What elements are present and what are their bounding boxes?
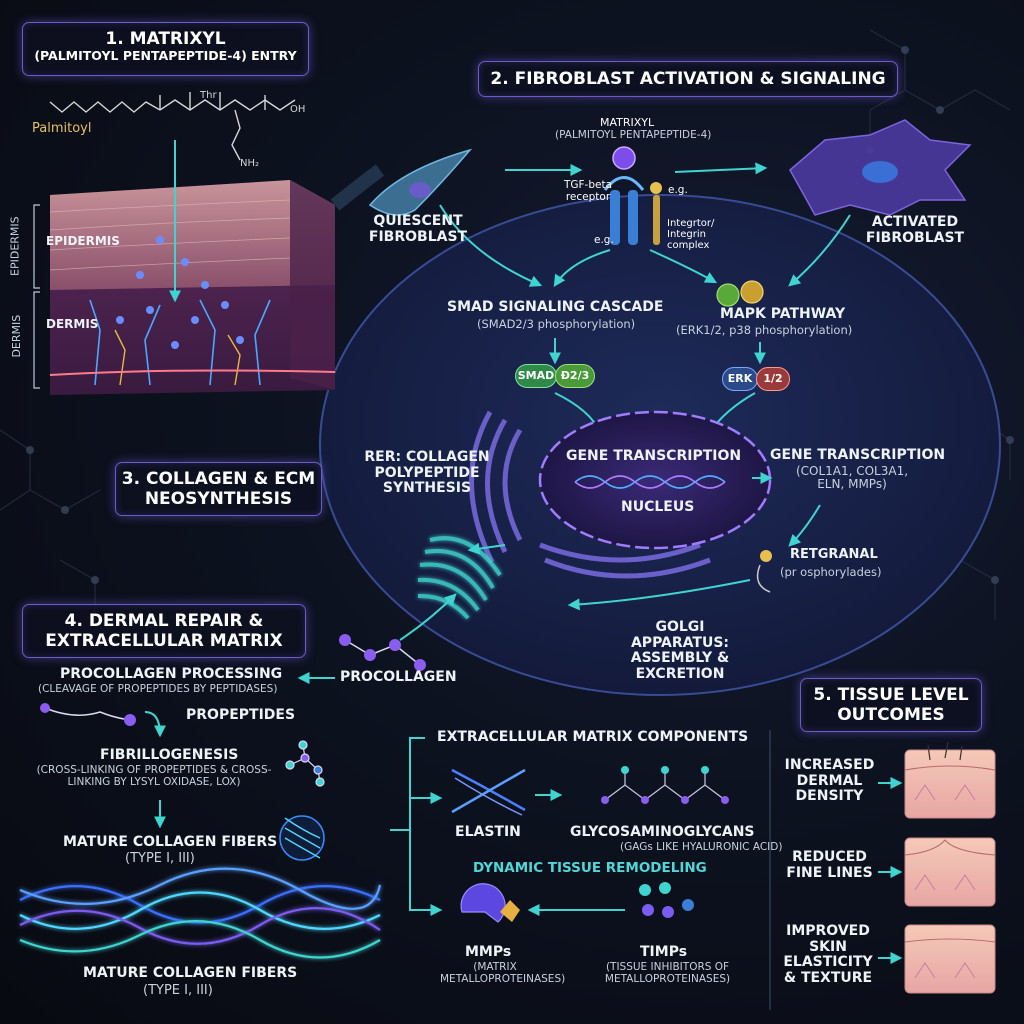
mature-fibers-sub-2: (TYPE I, III) [143, 983, 213, 998]
quiescent-fibroblast-shape [368, 148, 473, 216]
section-5-title: 5. TISSUE LEVEL [813, 685, 969, 705]
propeptides-chain [40, 703, 136, 726]
procollagen-label: PROCOLLAGEN [340, 669, 457, 685]
propeptides-label: PROPEPTIDES [186, 707, 296, 723]
gag-label: GLYCOSAMINOGLYCANS [570, 824, 755, 840]
section-1-title: 1. MATRIXYL [105, 29, 226, 49]
receptor-complex [603, 146, 662, 245]
procollagen-processing-title: PROCOLLAGEN PROCESSING [60, 666, 283, 682]
section-1-box: 1. MATRIXYL (PALMITOYL PENTAPEPTIDE-4) E… [22, 22, 309, 76]
nucleus-shape [538, 410, 772, 550]
procollagen-processing-sub: (CLEAVAGE OF PROPEPTIDES BY PEPTIDASES) [38, 683, 278, 695]
erk-pill-left: ERK [722, 367, 758, 391]
nucleus-label: NUCLEUS [621, 499, 695, 515]
outcome-elasticity: IMPROVED SKIN ELASTICITY & TEXTURE [783, 923, 873, 987]
golgi-apparatus [417, 536, 502, 620]
section-4-title-line2: EXTRACELLULAR MATRIX [45, 631, 283, 652]
integrin-label: Integrtor/ Integrin complex [667, 218, 715, 252]
outcome-fine-lines: REDUCED FINE LINES [786, 849, 873, 881]
thr-label: Thr [200, 90, 217, 101]
fibrillogenesis-sub: (CROSS-LINKING OF PROPEPTIDES & CROSS-LI… [36, 764, 272, 788]
mature-fibers-title-1: MATURE COLLAGEN FIBERS [63, 834, 278, 850]
crosslink-molecule [285, 740, 325, 787]
side-dermis-label: DERMIS [10, 314, 24, 358]
matrixyl-label: MATRIXYL [600, 116, 655, 129]
smad-cascade-sub: (SMAD2/3 phosphorylation) [477, 317, 636, 331]
retgranal-sub: (pr osphorylades) [780, 565, 882, 579]
mapk-sub: (ERK1/2, p38 phosphorylation) [676, 323, 853, 337]
mapk-title: MAPK PATHWAY [720, 306, 846, 322]
collagen-fiber-ball [279, 815, 325, 861]
section-4-title: 4. DERMAL REPAIR & [64, 611, 264, 631]
elastin-label: ELASTIN [455, 824, 521, 840]
activated-fibroblast-label: ACTIVATED FIBROBLAST [865, 214, 965, 246]
skin-cross-section [33, 180, 336, 395]
elastin-fiber [451, 768, 526, 816]
dynamic-remodeling-label: DYNAMIC TISSUE REMODELING [473, 860, 707, 876]
fibrillogenesis-title: FIBRILLOGENESIS [100, 747, 239, 763]
golgi-label: GOLGI APPARATUS: ASSEMBLY & EXCRETION [630, 619, 730, 683]
mature-fibers-sub-1: (TYPE I, III) [125, 851, 195, 866]
mature-fibers-title-2: MATURE COLLAGEN FIBERS [83, 965, 298, 981]
section-3-title-line2: NEOSYNTHESIS [144, 489, 293, 510]
matrixyl-structure [49, 92, 296, 161]
matrixyl-sub-label: (PALMITOYL PENTAPEPTIDE-4) [555, 129, 712, 141]
retgranal-label: RETGRANAL [790, 547, 878, 562]
dna-helix [574, 475, 726, 489]
tgf-receptor-label: TGF-beta receptor [563, 179, 613, 203]
section-2-title: 2. FIBROBLAST ACTIVATION & SIGNALING [490, 69, 886, 89]
section-5-box: 5. TISSUE LEVEL OUTCOMES [800, 678, 982, 732]
outcome-dermal-density: INCREASED DERMAL DENSITY [784, 757, 875, 805]
mmp-enzyme [460, 883, 520, 923]
section-2-box: 2. FIBROBLAST ACTIVATION & SIGNALING [478, 61, 898, 97]
erk-pill-right: 1/2 [756, 367, 790, 391]
gene-transcription-outside: GENE TRANSCRIPTION [770, 447, 946, 463]
side-epidermis-label: EPIDERMIS [8, 216, 22, 276]
mmps-sub: (MATRIX METALLOPROTEINASES) [440, 961, 566, 985]
procollagen-chain [339, 634, 426, 671]
outcome-skin-images [904, 741, 996, 994]
section-3-title: 3. COLLAGEN & ECM [121, 469, 316, 489]
eg-label-1: e.g. [668, 184, 688, 196]
gene-transcription-inside: GENE TRANSCRIPTION [566, 448, 742, 464]
epidermis-label: EPIDERMIS [46, 234, 120, 248]
gag-sub: (GAGs LIKE HYALURONIC ACID) [620, 841, 783, 853]
section-3-box: 3. COLLAGEN & ECM NEOSYNTHESIS [115, 462, 322, 516]
nh2-label: NH₂ [240, 158, 260, 169]
gene-transcription-outside-sub: (COL1A1, COL3A1, ELN, MMPs) [795, 464, 909, 492]
timps-label: TIMPs [640, 944, 688, 960]
section-5-title-line2: OUTCOMES [837, 705, 945, 726]
smad-pill-right: Ð2/3 [555, 364, 595, 388]
ecm-title: EXTRACELLULAR MATRIX COMPONENTS [437, 729, 749, 745]
timps-cluster [639, 882, 694, 918]
dermis-label: DERMIS [46, 317, 99, 331]
rer-label: RER: COLLAGEN POLYPEPTIDE SYNTHESIS [364, 449, 490, 497]
smad-cascade-title: SMAD SIGNALING CASCADE [447, 299, 664, 315]
oh-label: OH [290, 104, 306, 115]
collagen-fiber-bundle [19, 867, 382, 959]
rough-er [469, 410, 711, 579]
section-1-subtitle: (PALMITOYL PENTAPEPTIDE-4) ENTRY [34, 48, 297, 64]
mmps-label: MMPs [465, 944, 512, 960]
section-4-box: 4. DERMAL REPAIR & EXTRACELLULAR MATRIX [22, 604, 306, 658]
eg-label-2: e.g. [594, 234, 614, 246]
quiescent-fibroblast-label: QUIESCENT FIBROBLAST [368, 213, 468, 245]
activated-fibroblast-shape [789, 119, 972, 216]
smad-pill-left: SMAD [515, 364, 557, 388]
timps-sub: (TISSUE INHIBITORS OF METALLOPROTEINASES… [604, 961, 731, 985]
palmitoyl-label: Palmitoyl [32, 121, 92, 136]
gag-chain [601, 766, 729, 804]
